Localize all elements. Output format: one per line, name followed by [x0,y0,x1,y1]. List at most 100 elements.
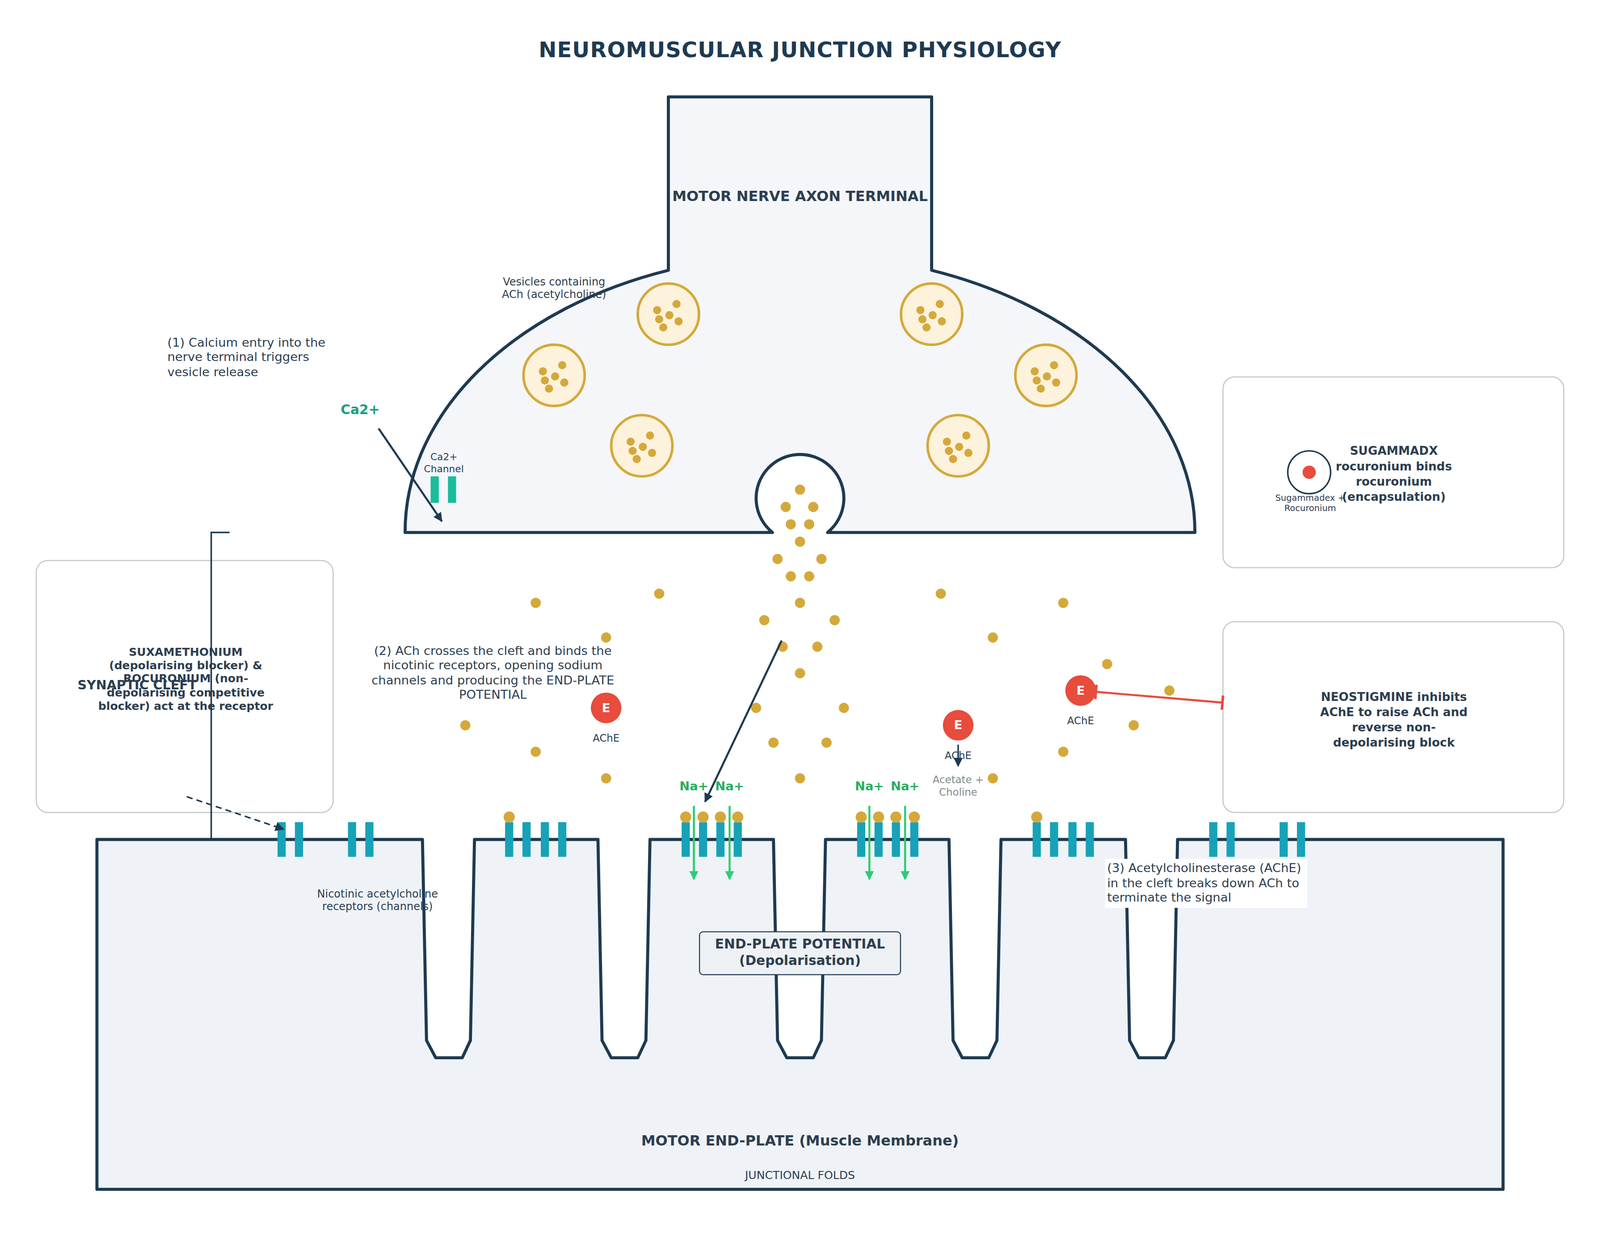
ach-molecule [785,519,796,530]
ach-molecule [922,323,931,332]
annotation: Na+ [668,779,720,795]
enzyme-disc [943,710,974,741]
ach-molecule [785,571,796,582]
bound-ach [855,811,867,823]
ach-molecule [821,737,832,749]
annotation: (1) Calcium entry into the nerve termina… [167,335,346,380]
muscle-end-plate-outline [96,839,1504,1190]
ach-molecule [601,632,612,644]
potential-box: END-PLATE POTENTIAL (Depolarisation) [698,931,902,976]
node-text: E [1065,683,1096,699]
bound-ach [890,811,902,823]
nicotinic-receptor [1279,822,1288,858]
bound-ach [714,811,726,823]
vesicle [523,345,585,407]
ach-molecule [1036,384,1045,393]
enzyme-disc [590,692,622,724]
node-text: AChE [575,732,637,745]
drug-target-arrow [186,796,284,830]
bound-ach [680,811,692,823]
ach-molecule [558,361,567,370]
nicotinic-receptor [348,822,357,858]
ach-molecule [955,442,964,451]
ach-molecule [530,746,541,758]
ach-molecule [812,641,823,653]
ach-molecule [1102,659,1113,670]
ach-molecule [652,306,662,315]
outline-svg [404,96,1195,533]
vesicle [901,283,963,346]
bound-ach [697,811,709,823]
sodium-arrow [904,806,907,880]
ach-molecule [768,737,779,749]
cleft-bracket [211,532,230,840]
annotation: SYNAPTIC CLEFT [77,677,198,693]
ach-molecule [987,773,998,784]
axon-terminal: MOTOR NERVE AXON TERMINAL [404,96,1195,533]
ach-molecule [944,446,953,455]
ach-molecule [460,720,471,731]
ach-molecule [808,501,819,513]
drug-card: NEOSTIGMINE inhibits AChE to raise ACh a… [1222,621,1565,813]
ach-molecule [795,536,806,548]
nicotinic-receptor [1068,822,1077,858]
annotation: Na+ [703,779,755,795]
nicotinic-receptor [1049,822,1058,858]
ach-molecule [928,311,937,320]
ach-molecule [1164,685,1175,696]
ach-molecule [648,449,657,458]
annotation: Na+ [843,779,895,795]
vesicle [637,283,699,346]
annotation: (2) ACh crosses the cleft and binds the … [371,643,615,704]
sodium-arrow [692,806,695,880]
ach-molecule [1030,367,1039,376]
ach-molecule [829,615,840,626]
nicotinic-receptor [716,822,725,858]
ach-molecule [795,668,806,679]
nicotinic-receptor [681,822,690,858]
calcium-arrow [378,428,443,522]
ach-molecule [816,554,827,565]
bound-ach [1031,811,1043,823]
ach-molecule [964,449,973,458]
ach-molecule [795,773,806,784]
ach-molecule [937,317,946,326]
ach-molecule [780,501,792,513]
nicotinic-receptor [1032,822,1041,858]
node-text: E [943,718,974,733]
nicotinic-receptor [558,822,567,858]
enzyme-circle: EAChE [590,692,622,724]
inhibition-connector [1095,692,1223,704]
ach-molecule [795,484,806,496]
ach-molecule [962,431,971,440]
ach-molecule [772,554,783,565]
breakdown-arrow [957,745,959,767]
ach-molecule [672,299,681,308]
ach-molecule [659,323,668,332]
ach-molecule [1032,376,1041,385]
ach-molecule [1058,746,1069,758]
ach-molecule [601,773,612,784]
ach-molecule [750,703,762,714]
vesicle [927,415,989,477]
ach-molecule [626,437,635,446]
drug-card: SUGAMMADX rocuronium binds rocuronium (e… [1222,376,1565,569]
sugammadex-ring [1287,450,1331,494]
nicotinic-receptor [522,822,531,858]
enzyme-disc [1065,675,1096,706]
ach-molecule [654,588,665,599]
ach-molecule [530,597,541,609]
ach-molecule [948,454,957,464]
sodium-arrow [868,806,871,880]
ach-molecule [645,431,654,440]
ach-molecule [795,597,806,609]
ach-molecule [838,703,850,714]
node-text: AChE [1049,714,1112,727]
bound-ach [872,811,885,823]
annotation: Nicotinic acetylcholine receptors (chann… [301,887,455,913]
node-text: E [590,700,622,716]
bound-ach [908,811,920,823]
enzyme-circle: EAChE [943,710,974,741]
ach-molecule [1049,361,1058,370]
